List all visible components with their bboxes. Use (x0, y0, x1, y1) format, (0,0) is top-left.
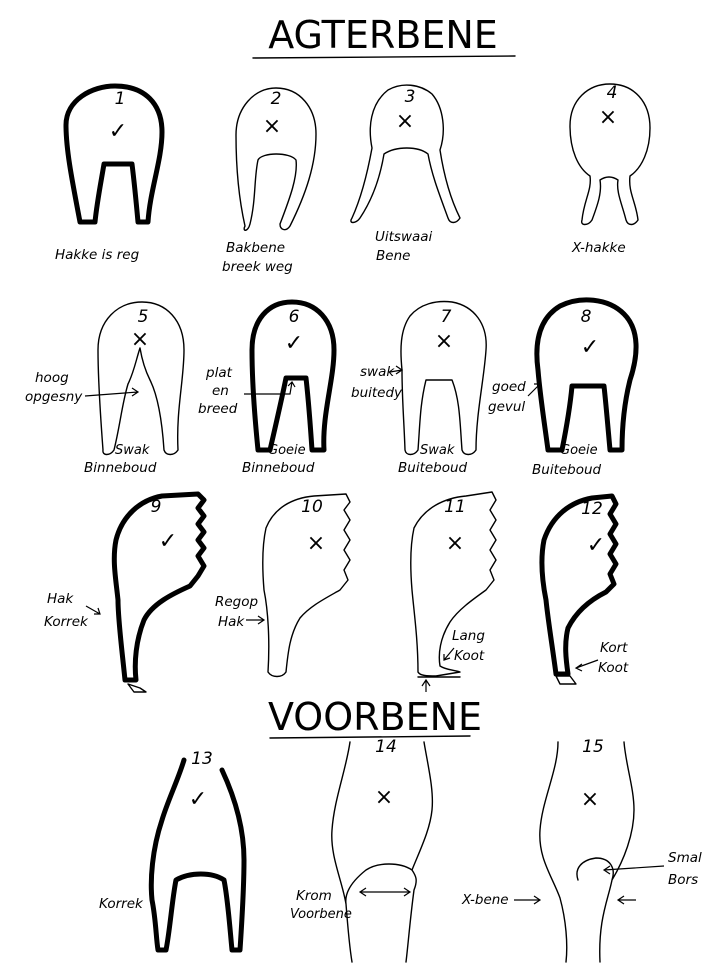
hind-legs-heading: AGTERBENE (253, 13, 515, 58)
figure-6-label-plat: plat (205, 365, 233, 381)
hind-legs-title: AGTERBENE (268, 13, 498, 57)
figure-3: 3 × Uitswaai Bene (351, 85, 460, 264)
figure-14-bad-mark: × (375, 785, 393, 810)
figure-9-number: 9 (151, 497, 162, 517)
figure-7-number: 7 (441, 307, 452, 327)
figure-1-label: Hakke is reg (55, 247, 140, 263)
figure-9-label-hak: Hak (47, 591, 74, 607)
figure-2-label-line1: Bakbene (226, 240, 285, 256)
figure-5: 5 × hoog opgesny Swak Binneboud (25, 302, 184, 476)
figure-9-good-mark: ✓ (159, 529, 177, 554)
figure-3-label-line2: Bene (376, 248, 410, 264)
figure-1: 1 ✓ Hakke is reg (55, 86, 162, 263)
figure-8: 8 ✓ goed gevul Goeie Buiteboud (488, 300, 636, 478)
figure-12-good-mark: ✓ (587, 533, 605, 558)
figure-11: 11 × Lang Koot (411, 492, 496, 692)
figure-15-bad-mark: × (581, 787, 599, 812)
figure-3-label-line1: Uitswaai (375, 229, 433, 245)
figure-7-bad-mark: × (435, 329, 453, 354)
figure-11-number: 11 (444, 497, 466, 517)
figure-4: 4 × X-hakke (570, 83, 650, 256)
figure-10-label-hak: Hak (218, 614, 245, 630)
figure-7-label-buitedy: buitedy (351, 385, 403, 401)
figure-12-label-kort: Kort (600, 640, 628, 656)
figure-13-good-mark: ✓ (189, 787, 207, 812)
figure-5-label-opgesny: opgesny (25, 389, 83, 405)
figure-6-number: 6 (289, 307, 300, 327)
figure-5-label-hoog: hoog (35, 370, 69, 386)
figure-15-label-bors: Bors (668, 872, 698, 888)
figure-10-bad-mark: × (307, 531, 325, 556)
figure-10: 10 × Regop Hak (215, 494, 350, 677)
figure-11-label-lang: Lang (452, 628, 485, 644)
figure-6-label-binneboud: Binneboud (242, 460, 315, 476)
figure-2-label-line2: breek weg (222, 259, 293, 275)
figure-6-label-goeie: Goeie (268, 443, 306, 458)
figure-8-label-buiteboud: Buiteboud (532, 462, 602, 478)
figure-8-label-goeie: Goeie (560, 443, 598, 458)
figure-4-number: 4 (607, 83, 618, 103)
figure-1-number: 1 (115, 89, 126, 109)
figure-14-label-voorbene: Voorbene (290, 907, 352, 922)
figure-7-label-buiteboud: Buiteboud (398, 460, 468, 476)
figure-2: 2 × Bakbene breek weg (222, 88, 316, 275)
figure-13-label: Korrek (99, 896, 144, 912)
figure-4-label: X-hakke (571, 240, 626, 256)
figure-8-label-goed: goed (492, 379, 526, 395)
fore-legs-heading: VOORBENE (268, 695, 482, 739)
figure-1-good-mark: ✓ (109, 119, 127, 144)
figure-12-number: 12 (581, 499, 603, 519)
figure-12: 12 ✓ Kort Koot (542, 496, 629, 684)
figure-3-bad-mark: × (396, 109, 414, 134)
figure-11-label-koot: Koot (454, 648, 485, 664)
figure-2-number: 2 (271, 89, 282, 109)
figure-9: 9 ✓ Hak Korrek (44, 494, 204, 692)
figure-14-label-krom: Krom (296, 888, 332, 904)
figure-5-label-binneboud: Binneboud (84, 460, 157, 476)
figure-7: 7 × swak buitedy Swak Buiteboud (351, 302, 486, 476)
figure-15-label-xbene: X-bene (461, 892, 509, 908)
figure-6-label-en: en (212, 383, 229, 399)
figure-13: 13 ✓ Korrek (99, 749, 244, 950)
figure-4-bad-mark: × (599, 105, 617, 130)
figure-8-good-mark: ✓ (581, 335, 599, 360)
figure-3-number: 3 (405, 87, 416, 107)
figure-10-label-regop: Regop (215, 594, 258, 610)
figure-5-label-swak: Swak (115, 443, 150, 458)
figure-14: 14 × Krom Voorbene (290, 737, 432, 962)
figure-15: 15 × X-bene Smal Bors (461, 737, 702, 962)
figure-5-number: 5 (138, 307, 149, 327)
figure-10-number: 10 (301, 497, 323, 517)
fore-legs-title: VOORBENE (268, 695, 482, 739)
figure-2-bad-mark: × (263, 114, 281, 139)
figure-15-number: 15 (582, 737, 604, 757)
figure-12-label-koot: Koot (598, 660, 629, 676)
figure-15-label-smal: Smal (668, 850, 702, 866)
figure-7-label-swak2: Swak (420, 443, 455, 458)
figure-8-label-gevul: gevul (488, 399, 525, 415)
figure-6-label-breed: breed (198, 401, 238, 417)
figure-9-label-korrek: Korrek (44, 614, 89, 630)
figure-13-number: 13 (191, 749, 213, 769)
figure-14-number: 14 (375, 737, 397, 757)
figure-11-bad-mark: × (446, 531, 464, 556)
figure-8-number: 8 (581, 307, 592, 327)
figure-6-good-mark: ✓ (285, 331, 303, 356)
figure-5-bad-mark: × (131, 327, 149, 352)
figure-6: 6 ✓ plat en breed Goeie Binneboud (198, 302, 334, 476)
